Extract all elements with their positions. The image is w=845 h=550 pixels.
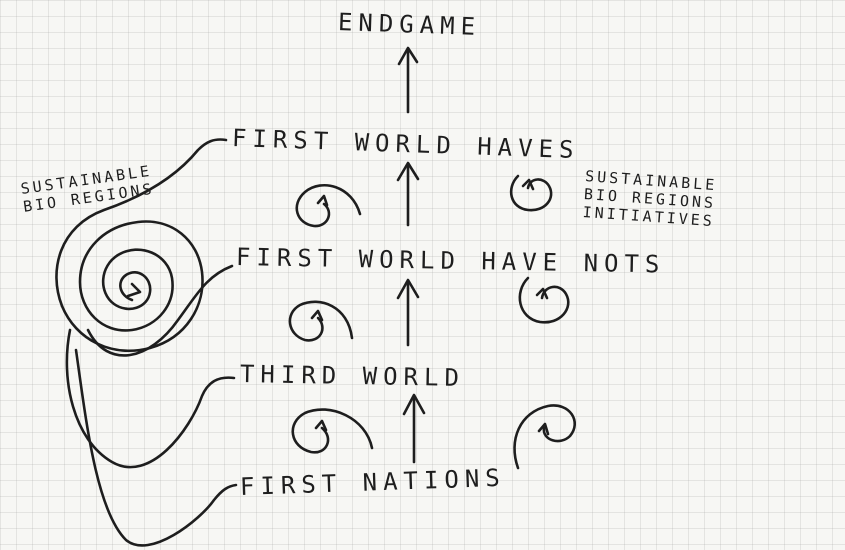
right-note: SUSTAINABLE BIO REGIONS INITIATIVES (582, 167, 718, 230)
large-spiral-icon (62, 222, 203, 351)
arrow-up-first-world-haves (398, 163, 418, 225)
spiral-icon (520, 278, 568, 322)
arrow-up-first-world-have-nots (398, 280, 418, 345)
spiral-icon (290, 302, 352, 341)
stage-endgame: ENDGAME (338, 8, 482, 41)
arrow-up-endgame (399, 48, 417, 112)
spiral-icon (297, 185, 360, 226)
stage-third-world: THIRD WORLD (240, 360, 465, 392)
spiral-icon (511, 176, 551, 210)
connector-line (88, 266, 232, 355)
spiral-icon (515, 405, 575, 468)
arrow-up-third-world (404, 395, 424, 462)
spiral-icon (293, 410, 372, 453)
connector-line (76, 350, 236, 545)
